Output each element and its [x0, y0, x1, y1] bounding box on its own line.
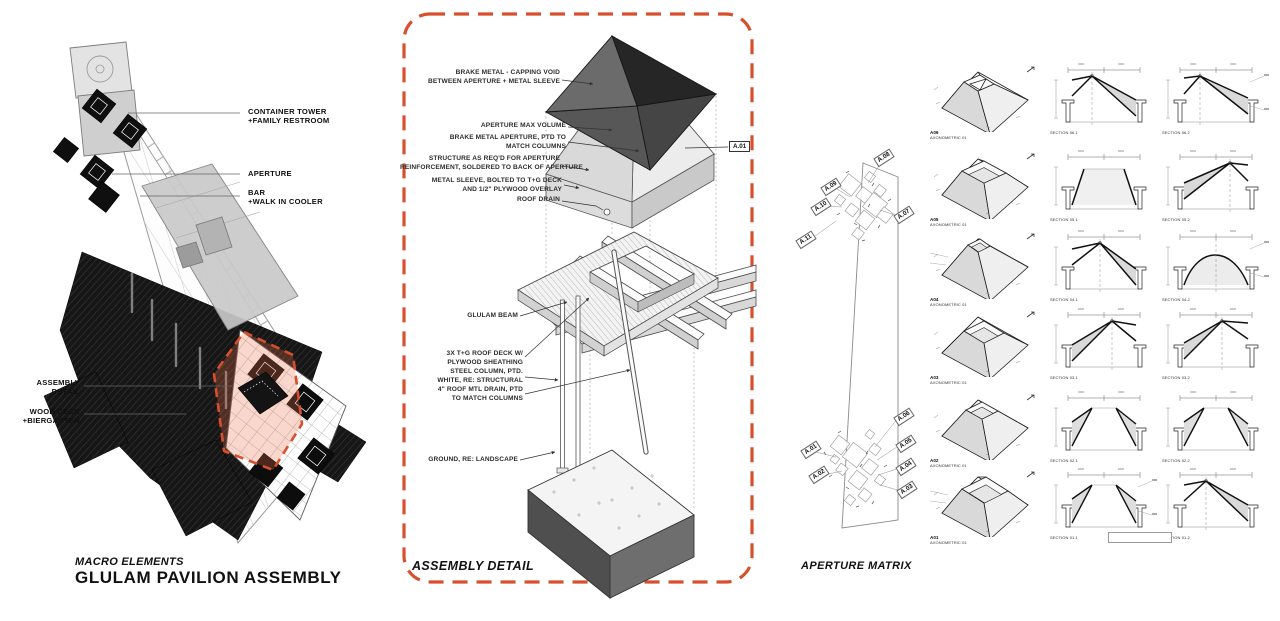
grid-cell-caption: SECTION 05.2: [1162, 217, 1190, 222]
grid-cell-section-2: SECTION 03.2: [1160, 305, 1270, 387]
annotation-steel-column: STEEL COLUMN, PTD.WHITE, RE: STRUCTURAL: [437, 368, 523, 384]
grid-cell-section-2: SECTION 01.2: [1160, 465, 1270, 547]
grid-legend-box: [1108, 532, 1172, 543]
grid-cell-caption: SECTION 06.2: [1162, 130, 1190, 135]
annotation-roof-drain: ROOF DRAIN: [517, 196, 560, 203]
grid-cell-caption: SECTION 05.1: [1050, 217, 1078, 222]
grid-cell-section-2: SECTION 05.2: [1160, 147, 1270, 229]
annotation-glulam-beam: GLULAM BEAM: [467, 312, 518, 319]
grid-cell-section-1: SECTION 02.1: [1048, 388, 1158, 470]
page-title: GLULAM PAVILION ASSEMBLY: [75, 568, 342, 587]
grid-cell-caption: SECTION 02.2: [1162, 458, 1190, 463]
annotation-aperture-max-volume: APERTURE MAX VOLUME: [480, 122, 566, 129]
brake-metal-cap: [544, 35, 718, 171]
grid-cell-caption: SECTION 03.1: [1050, 375, 1078, 380]
left-leader-lines: [84, 112, 240, 415]
grid-cell-caption: SECTION 01.1: [1050, 535, 1078, 540]
label-container-tower: CONTAINER TOWER+FAMILY RESTROOM: [248, 107, 330, 125]
grid-cell-caption: SECTION 04.2: [1162, 297, 1190, 302]
grid-cell-section-2: SECTION 06.2: [1160, 60, 1270, 142]
aperture-squares-upper: [833, 170, 894, 241]
grid-cell-section-1: SECTION 06.1: [1048, 60, 1158, 142]
grid-cell-section-2: SECTION 04.2: [1160, 227, 1270, 309]
pavilion-axonometric-drawing: [43, 41, 367, 545]
detail-tag-a01: A.01: [729, 141, 751, 152]
grid-cell-section-1: SECTION 04.1: [1048, 227, 1158, 309]
grid-cell-caption: SECTION 02.1: [1050, 458, 1078, 463]
annotation-ground: GROUND, RE: LANDSCAPE: [428, 456, 518, 463]
label-aperture: APERTURE: [248, 169, 292, 178]
grid-cell-caption: SECTION 03.2: [1162, 375, 1190, 380]
tower-apertures: [52, 88, 148, 213]
grid-cell-section-1: SECTION 05.1: [1048, 147, 1158, 229]
plan-annotation-marks: [823, 170, 892, 508]
grid-cell-caption: SECTION 04.1: [1050, 297, 1078, 302]
roof-drain-symbol: [603, 208, 611, 216]
middle-leader-lines: [519, 79, 729, 461]
assembly-detail-border: [402, 12, 754, 584]
aperture-matrix-title: APERTURE MATRIX: [801, 560, 912, 572]
label-bar: BAR+WALK IN COOLER: [248, 188, 323, 206]
macro-elements-eyebrow: MACRO ELEMENTS: [75, 556, 184, 568]
grid-cell-section-1: SECTION 03.1: [1048, 305, 1158, 387]
ground-base: [527, 449, 695, 599]
aperture-matrix-plan: [807, 160, 902, 529]
assembly-detail-highlight: [212, 330, 304, 472]
grid-cell-caption: SECTION 06.1: [1050, 130, 1078, 135]
annotation-roof-deck: 3X T+G ROOF DECK W/PLYWOOD SHEATHING: [446, 350, 523, 366]
grid-cell-section-2: SECTION 02.2: [1160, 388, 1270, 470]
aperture-squares-lower: [829, 428, 887, 507]
grid-cell-section-1: SECTION 01.1: [1048, 465, 1158, 547]
bar-walk-in-cooler: [130, 163, 299, 410]
label-wood-deck: WOOD DECK+BIERGARTEN: [22, 407, 80, 425]
grid-cell-caption: SECTION 01.2: [1162, 535, 1190, 540]
assembly-detail-drawing: [402, 12, 757, 599]
assembly-detail-title: ASSEMBLY DETAIL: [412, 559, 534, 573]
